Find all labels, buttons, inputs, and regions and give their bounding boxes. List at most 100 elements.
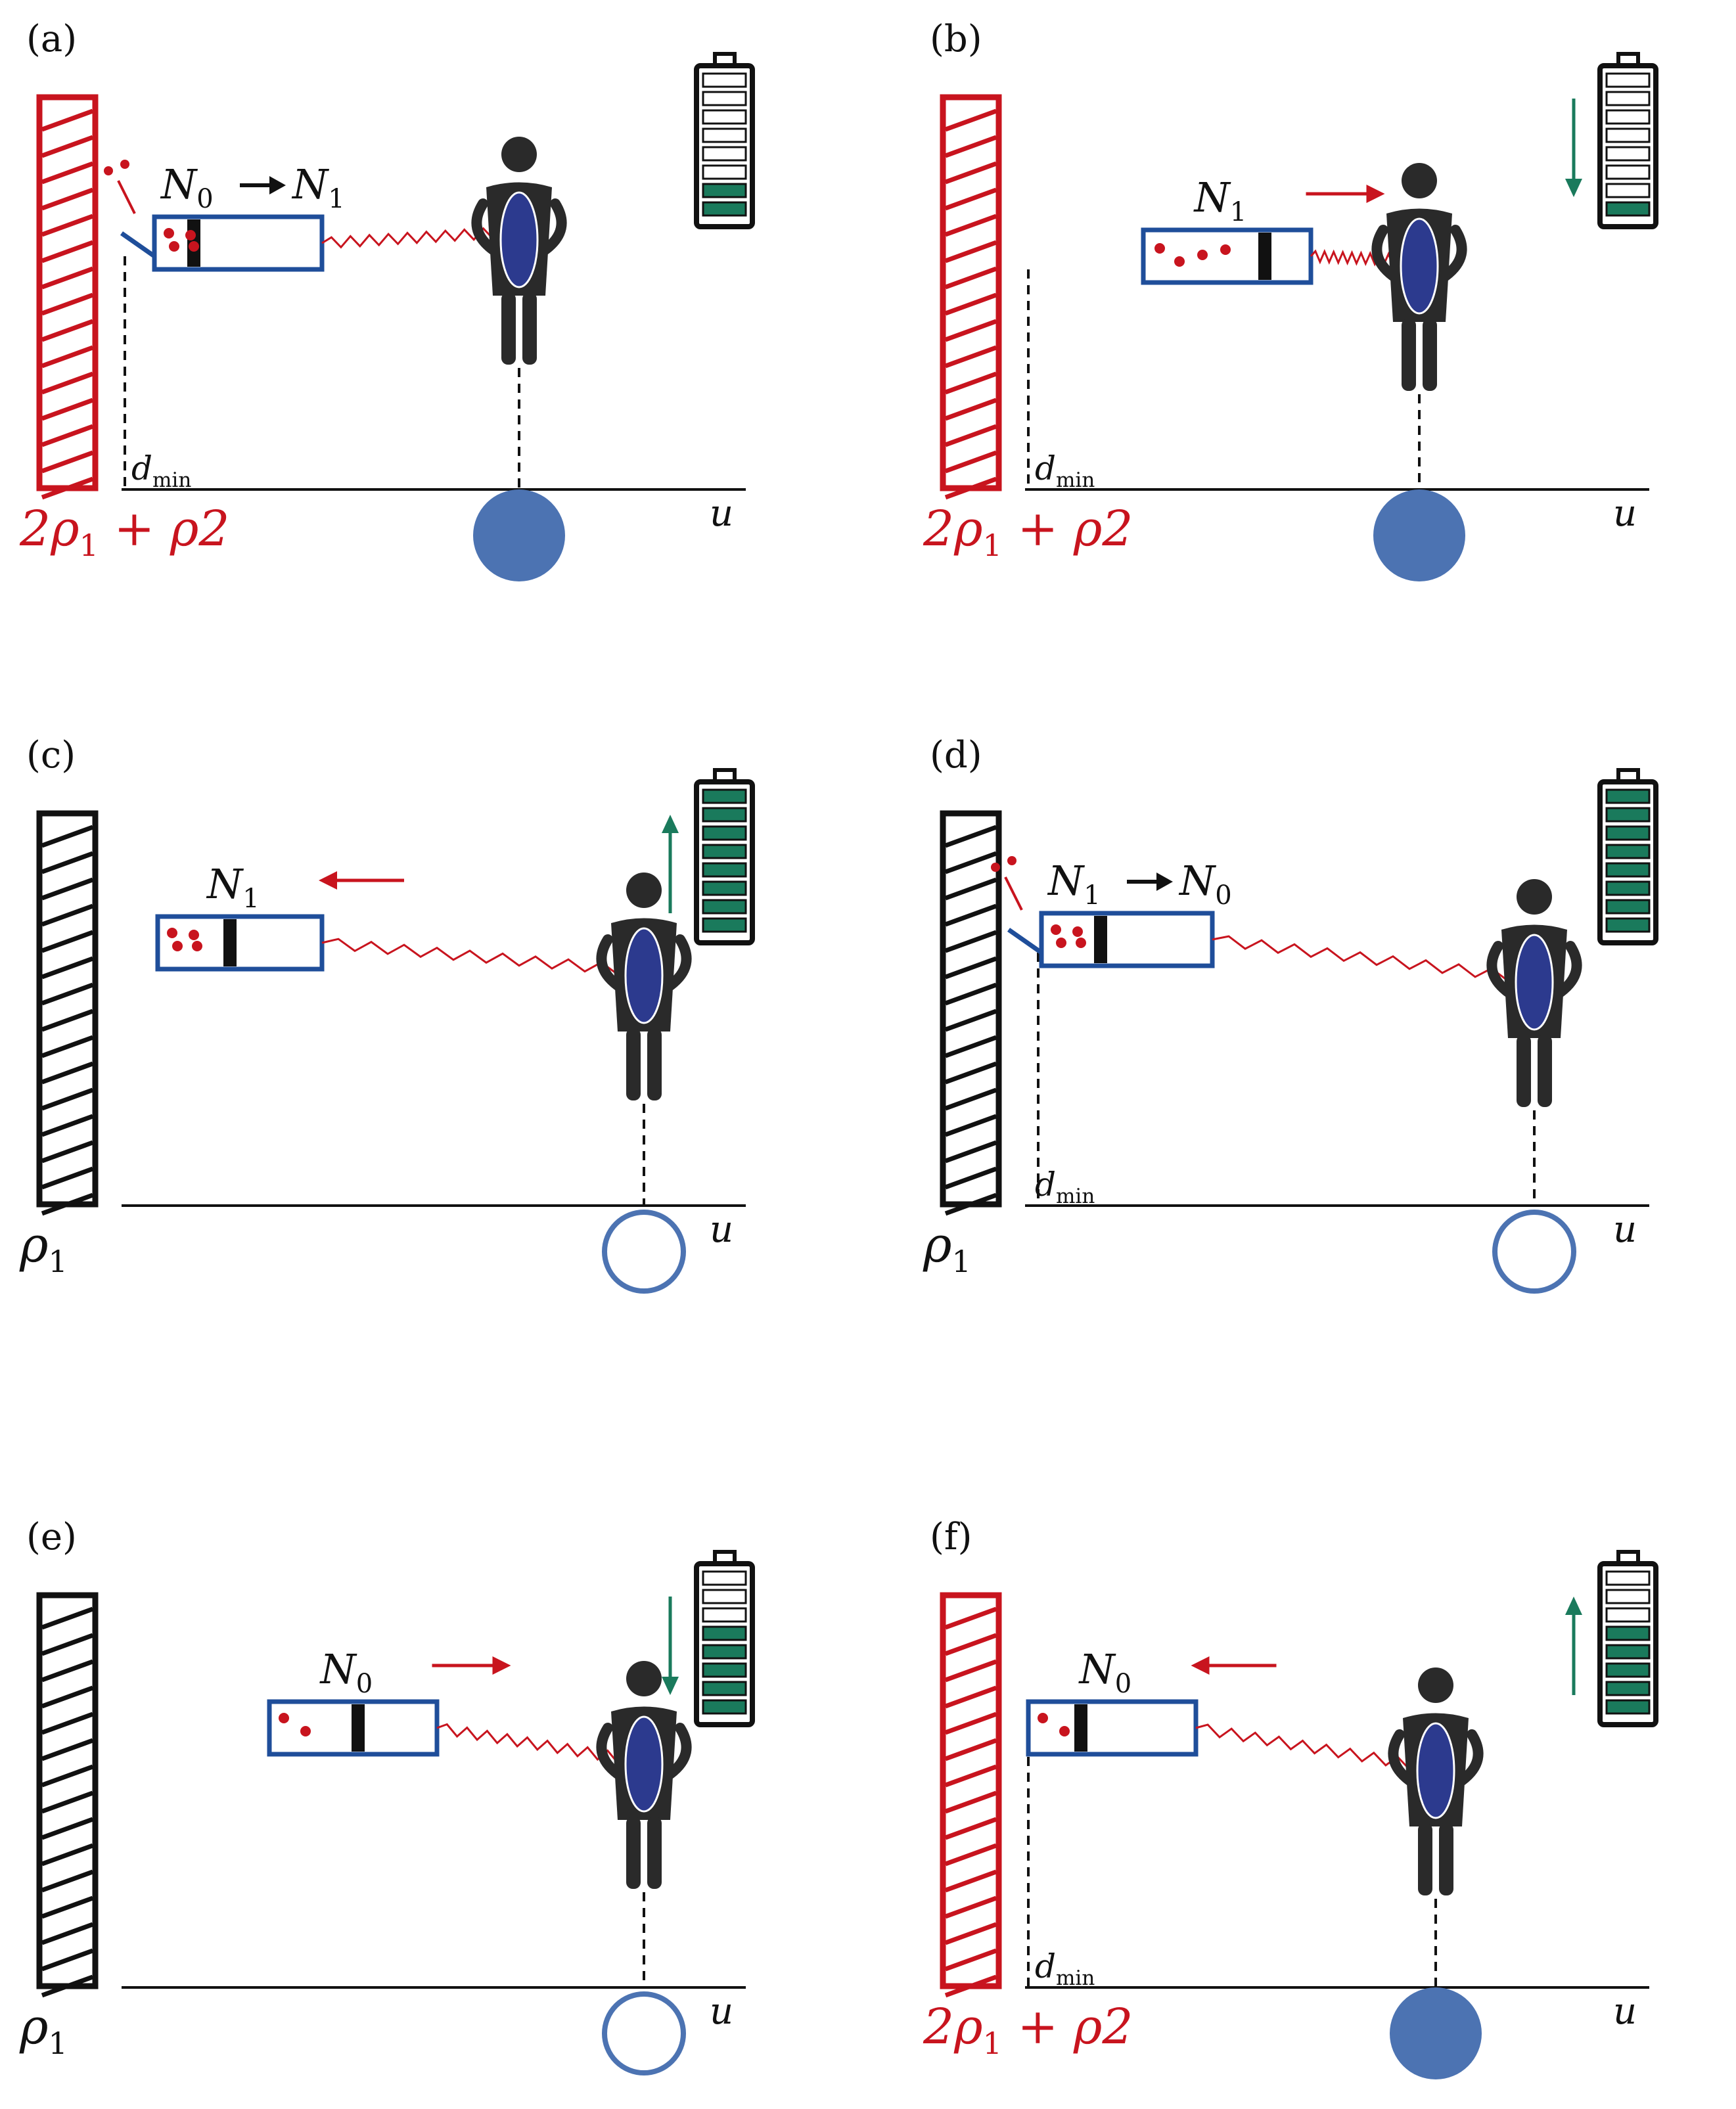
hatched-wall <box>940 810 1002 1216</box>
battery-cell-charged <box>702 917 747 933</box>
hatch-line <box>944 1817 997 1840</box>
hatched-wall <box>36 810 99 1216</box>
hatch-line <box>944 108 997 132</box>
hatch-line <box>41 1738 94 1761</box>
battery-cell-empty <box>1605 1607 1651 1623</box>
hatch-line <box>41 345 94 369</box>
battery-cell-empty <box>702 146 747 162</box>
gas-particle <box>189 241 199 252</box>
person-body-core <box>624 1715 664 1813</box>
hatch-line <box>41 982 94 1006</box>
hatch-line <box>41 877 94 901</box>
hatch-line <box>944 825 997 848</box>
battery-cell-charged <box>1605 917 1651 933</box>
piston-cylinder <box>104 160 325 272</box>
cylinder-body <box>152 214 325 272</box>
hatch-line <box>944 214 997 237</box>
person-leg-left <box>1402 319 1416 391</box>
person-body-core <box>1416 1722 1455 1819</box>
battery-cell-empty <box>702 1607 747 1623</box>
position-ball-empty <box>1492 1210 1576 1294</box>
hatch-line <box>944 1974 997 1998</box>
motion-arrowhead <box>492 1656 511 1675</box>
hatched-wall <box>36 94 99 500</box>
hatch-line <box>41 292 94 316</box>
hatch-line <box>41 825 94 848</box>
person-body-core <box>499 191 539 288</box>
hatch-line <box>41 1895 94 1919</box>
hatch-line <box>41 187 94 211</box>
cylinder-body <box>1039 911 1215 968</box>
battery-cell-charged <box>702 201 747 217</box>
gas-particle <box>189 930 199 940</box>
hatch-line <box>944 161 997 185</box>
gas-particle <box>120 160 129 169</box>
battery-charge-arrowhead <box>1565 1597 1582 1615</box>
dmin-label: dmin <box>1035 1947 1095 1990</box>
hatch-line <box>41 956 94 980</box>
hatch-line <box>944 1712 997 1735</box>
battery-cell-empty <box>1605 127 1651 143</box>
battery-cell-charged <box>1605 880 1651 896</box>
gas-particle <box>1076 938 1086 948</box>
tether-spring <box>321 227 494 249</box>
gas-particle <box>1059 1726 1070 1736</box>
battery-cell-empty <box>702 127 747 143</box>
hatched-wall <box>940 1592 1002 1998</box>
hatch-line <box>944 851 997 874</box>
axis-label-u: u <box>710 1208 733 1251</box>
piston-plunger <box>1094 916 1107 963</box>
person-body-core <box>624 927 664 1024</box>
battery-cell-charged <box>702 1644 747 1660</box>
hatch-line <box>41 1087 94 1111</box>
person-arms <box>596 1723 692 1779</box>
gas-particle <box>172 941 183 951</box>
hatch-line <box>41 1712 94 1735</box>
battery-cell-charged <box>1605 1662 1651 1678</box>
person-leg-right <box>1423 319 1437 391</box>
hatch-line <box>944 292 997 316</box>
gas-particle <box>104 166 113 175</box>
wall-density-label: 2ρ1 + ρ2 <box>923 1999 1133 2061</box>
hatch-line <box>41 214 94 237</box>
hatch-line <box>944 1087 997 1111</box>
hatch-line <box>944 877 997 901</box>
person-body-core <box>1515 934 1554 1031</box>
hatch-line <box>41 903 94 927</box>
hatch-line <box>41 1817 94 1840</box>
battery-cell-charged <box>702 1681 747 1696</box>
battery-cell-empty <box>702 91 747 106</box>
battery-discharge-arrowhead <box>1565 179 1582 197</box>
wall-frame <box>940 94 1002 491</box>
hatch-line <box>41 1843 94 1867</box>
hatch-line <box>41 1948 94 1972</box>
escape-arrow <box>1004 876 1023 911</box>
person-leg-right <box>647 1817 662 1889</box>
open-valve <box>1007 928 1043 955</box>
hatch-line <box>41 319 94 342</box>
person-head <box>501 137 537 172</box>
hatch-line <box>41 1974 94 1998</box>
battery-cell-empty <box>1605 183 1651 198</box>
person-leg-left <box>501 292 516 365</box>
person-leg-right <box>522 292 537 365</box>
particle-number-label: N1 <box>1047 857 1101 911</box>
person-head <box>626 873 662 908</box>
battery-cell-charged <box>702 788 747 804</box>
battery-cell-charged <box>702 899 747 915</box>
hatch-line <box>41 1114 94 1137</box>
battery-cell-charged <box>702 844 747 859</box>
hatch-line <box>944 1192 997 1216</box>
position-ball-filled <box>473 489 565 581</box>
hatch-line <box>944 1790 997 1814</box>
particle-number-label: N0 <box>1078 1645 1132 1699</box>
hatch-line <box>944 476 997 500</box>
hatch-line <box>41 1790 94 1814</box>
person-leg-left <box>1517 1035 1531 1107</box>
hatch-line <box>944 371 997 395</box>
hatch-line <box>944 930 997 953</box>
axis-label-u: u <box>1613 1990 1637 2033</box>
